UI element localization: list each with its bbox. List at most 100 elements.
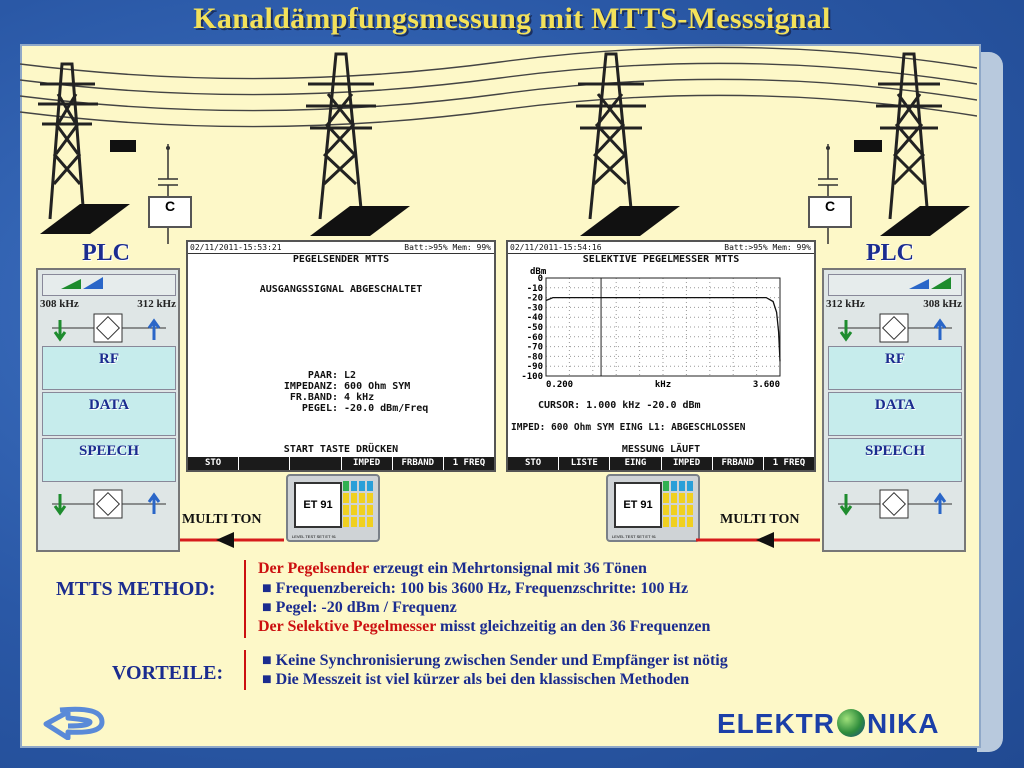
softkey-liste[interactable]: LISTE bbox=[559, 457, 611, 470]
param-row: IMPEDANZ: 600 Ohm SYM bbox=[283, 381, 411, 392]
signal-indicator-row bbox=[828, 274, 962, 296]
x-tick-label: kHz bbox=[655, 380, 671, 390]
data-row: DATA bbox=[42, 392, 176, 436]
impedance-readout: IMPED: 600 Ohm SYM EING L1: ABGESCHLOSSE… bbox=[511, 422, 746, 433]
y-tick-label: -80 bbox=[527, 352, 543, 362]
tower-1 bbox=[38, 62, 98, 220]
method-line-3: ■ Pegel: -20 dBm / Frequenz bbox=[262, 599, 457, 616]
signal-bars-icon bbox=[61, 277, 103, 289]
method-line-4: Der Selektive Pegelmesser misst gleichze… bbox=[258, 618, 711, 635]
device-screen: ET 91 bbox=[614, 482, 662, 528]
filter-block-bottom bbox=[838, 489, 952, 519]
softkey-1freq[interactable]: 1 FREQ bbox=[452, 458, 486, 468]
y-tick-label: -100 bbox=[521, 372, 543, 382]
plc-label-right: PLC bbox=[866, 240, 914, 266]
multi-ton-label-left: MULTI TON bbox=[182, 512, 262, 527]
level-chart: dBm0-10-20-30-40-50-60-70-80-90-1000.200… bbox=[521, 267, 781, 390]
softkey-sto[interactable]: STO bbox=[188, 457, 240, 470]
lcd-selektive-pegelmesser: 02/11/2011-15:54:16 Batt:>95% Mem: 99% S… bbox=[506, 240, 816, 472]
signal-bars-icon bbox=[909, 277, 951, 289]
y-tick-label: -30 bbox=[527, 303, 543, 313]
multi-ton-label-right: MULTI TON bbox=[720, 512, 800, 527]
screen-title: PEGELSENDER MTTS bbox=[292, 254, 390, 265]
coupling-capacitor-left: C bbox=[148, 196, 192, 228]
x-tick-label: 0.200 bbox=[546, 380, 573, 390]
speech-row: SPEECH bbox=[42, 438, 176, 482]
content-panel bbox=[20, 44, 981, 748]
battery-status: Batt:>95% Mem: 99% bbox=[724, 243, 811, 252]
softkey-bar: STO IMPED FRBAND 1 FREQ bbox=[188, 457, 494, 470]
device-screen: ET 91 bbox=[294, 482, 342, 528]
x-tick-label: 3.600 bbox=[753, 380, 780, 390]
timestamp: 02/11/2011-15:53:21 bbox=[190, 243, 282, 252]
rf-row: RF bbox=[828, 346, 962, 390]
device-keypad bbox=[663, 481, 693, 527]
series-line bbox=[545, 296, 781, 362]
arrow-up-icon bbox=[933, 318, 947, 340]
lcd-pegelsender: 02/11/2011-15:53:21 Batt:>95% Mem: 99% P… bbox=[186, 240, 496, 472]
freq-right-rx: 308 kHz bbox=[923, 298, 962, 310]
y-tick-label: 0 bbox=[538, 274, 543, 284]
panel-shadow bbox=[977, 52, 1003, 752]
method-line-2: ■ Frequenzbereich: 100 bis 3600 Hz, Freq… bbox=[262, 580, 689, 597]
y-tick-label: -50 bbox=[527, 323, 543, 333]
arrow-up-icon bbox=[147, 318, 161, 340]
timestamp: 02/11/2011-15:54:16 bbox=[510, 243, 602, 252]
softkey-frband[interactable]: FRBAND bbox=[713, 457, 764, 470]
tower-3 bbox=[576, 52, 646, 220]
method-line-1: Der Pegelsender erzeugt ein Mehrtonsigna… bbox=[258, 560, 647, 577]
softkey-eing[interactable]: EING bbox=[610, 457, 662, 470]
plc-stack-right: 312 kHz 308 kHz RF DATA SPEECH bbox=[822, 268, 966, 552]
plc-stack-left: 308 kHz 312 kHz RF DATA SPEECH bbox=[36, 268, 180, 552]
arrow-down-icon bbox=[839, 494, 853, 516]
param-row: PAAR: L2 bbox=[307, 370, 357, 381]
y-tick-label: -60 bbox=[527, 333, 543, 343]
y-tick-label: -90 bbox=[527, 362, 543, 372]
freq-left-rx: 312 kHz bbox=[137, 298, 176, 310]
speech-row: SPEECH bbox=[828, 438, 962, 482]
y-tick-label: -40 bbox=[527, 313, 543, 323]
battery-status: Batt:>95% Mem: 99% bbox=[404, 243, 491, 252]
vorteile-line-2: ■ Die Messzeit ist viel kürzer als bei d… bbox=[262, 671, 690, 688]
y-tick-label: -10 bbox=[527, 284, 543, 294]
freq-right-tx: 312 kHz bbox=[826, 298, 865, 310]
cursor-readout: CURSOR: 1.000 kHz -20.0 dBm bbox=[538, 400, 701, 411]
vorteile-divider bbox=[244, 650, 246, 690]
param-row: PEGEL: -20.0 dBm/Freq bbox=[301, 403, 429, 414]
undo-arrow-icon bbox=[43, 706, 105, 740]
softkey-imped[interactable]: IMPED bbox=[342, 457, 393, 470]
back-arrow-button[interactable] bbox=[40, 700, 110, 740]
vorteile-label: VORTEILE: bbox=[112, 662, 224, 684]
arrow-down-icon bbox=[839, 320, 853, 342]
coupling-capacitor-right: C bbox=[808, 196, 852, 228]
tower-2 bbox=[306, 52, 376, 220]
tower-4 bbox=[876, 52, 942, 220]
filter-block-top bbox=[52, 313, 166, 343]
rf-row: RF bbox=[42, 346, 176, 390]
output-message: AUSGANGSSIGNAL ABGESCHALTET bbox=[259, 284, 423, 295]
softkey-sto[interactable]: STO bbox=[508, 457, 560, 470]
globe-icon bbox=[837, 709, 865, 737]
filter-block-top bbox=[838, 313, 952, 343]
method-label: MTTS METHOD: bbox=[56, 578, 216, 600]
softkey-3[interactable] bbox=[290, 457, 342, 470]
y-tick-label: -20 bbox=[527, 294, 543, 304]
multi-ton-arrow-right bbox=[696, 532, 820, 548]
param-list: PAAR: L2 IMPEDANZ: 600 Ohm SYM FR.BAND: … bbox=[248, 370, 468, 414]
screen-title: SELEKTIVE PEGELMESSER MTTS bbox=[582, 254, 740, 265]
softkey-1freq[interactable]: 1 FREQ bbox=[772, 458, 806, 468]
measurement-status: MESSUNG LÄUFT bbox=[621, 444, 701, 455]
softkey-frband[interactable]: FRBAND bbox=[393, 457, 444, 470]
filter-block-bottom bbox=[52, 489, 166, 519]
slide-title: Kanaldämpfungsmessung mit MTTS-Messsigna… bbox=[193, 2, 831, 35]
method-divider bbox=[244, 560, 246, 638]
param-row: FR.BAND: 4 kHz bbox=[289, 392, 375, 403]
device-keypad bbox=[343, 481, 373, 527]
et91-device-right: ET 91 LEVEL TEST SET ET 91 bbox=[606, 474, 700, 542]
softkey-imped[interactable]: IMPED bbox=[662, 457, 713, 470]
softkey-2[interactable] bbox=[239, 457, 291, 470]
freq-left-tx: 308 kHz bbox=[40, 298, 79, 310]
arrow-up-icon bbox=[147, 492, 161, 514]
